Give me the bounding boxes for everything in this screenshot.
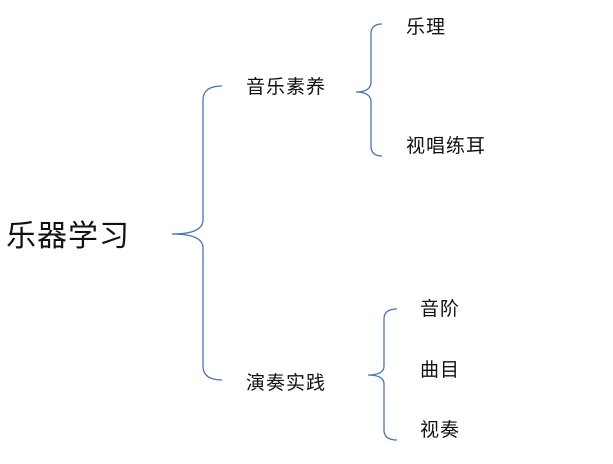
leaf-node-ear-training: 视唱练耳 bbox=[406, 135, 487, 157]
branch-node-music-literacy: 音乐素养 bbox=[246, 76, 327, 98]
branch-2-brace bbox=[367, 308, 398, 441]
leaf-node-scales: 音阶 bbox=[420, 298, 461, 320]
leaf-node-repertoire: 曲目 bbox=[420, 359, 461, 381]
branch-1-brace bbox=[355, 23, 383, 157]
leaf-node-sight-reading: 视奏 bbox=[420, 419, 461, 441]
leaf-node-music-theory: 乐理 bbox=[406, 16, 447, 38]
root-brace bbox=[171, 85, 223, 381]
root-node: 乐器学习 bbox=[6, 219, 130, 254]
branch-node-performance-practice: 演奏实践 bbox=[246, 372, 327, 394]
